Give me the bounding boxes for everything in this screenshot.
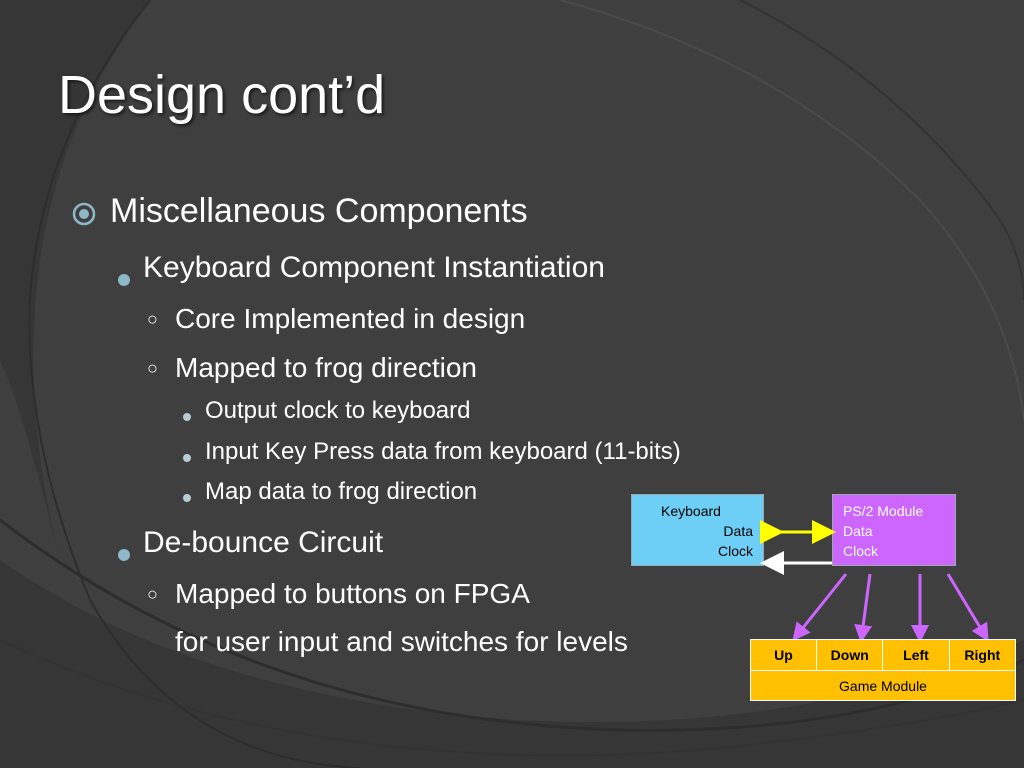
ps2-data-label: Data <box>843 523 873 539</box>
hollow-circle-bullet-icon: ○ <box>147 358 158 378</box>
bullet-marker <box>118 535 130 569</box>
bullet-l3-mapped-frog: Mapped to frog direction <box>175 352 477 383</box>
hollow-circle-bullet-icon: ○ <box>147 584 158 604</box>
keyboard-data-label: Data <box>723 523 753 539</box>
circle-target-bullet-icon <box>72 202 96 226</box>
game-cell-right: Right <box>948 639 1017 671</box>
bullet-l2-debounce: De-bounce Circuit <box>143 526 384 559</box>
ps2-clock-label: Clock <box>843 543 879 559</box>
down-arrow <box>854 573 873 643</box>
bullet-l3-core-implemented: Core Implemented in design <box>175 303 526 334</box>
bullet-l4-map-data: Map data to frog direction <box>205 478 478 505</box>
bullet-marker <box>183 481 191 509</box>
bullet-l2-keyboard-component: Keyboard Component Instantiation <box>143 251 605 284</box>
bullet-l4-input-key-press: Input Key Press data from keyboard (11-b… <box>205 438 681 465</box>
small-dot-bullet-icon <box>183 454 191 462</box>
keyboard-box: Keyboard Data Clock <box>631 494 764 566</box>
bullet-l1-miscellaneous: Miscellaneous Components <box>110 192 528 230</box>
ps2-title: PS/2 Module <box>843 503 924 519</box>
small-dot-bullet-icon <box>183 413 191 421</box>
game-module-table: Up Down Left Right Game Module <box>749 639 1017 701</box>
game-cell-down: Down <box>816 639 884 671</box>
up-arrow <box>792 573 848 642</box>
right-arrow <box>946 573 989 642</box>
bullet-l4-output-clock: Output clock to keyboard <box>205 397 471 424</box>
small-dot-bullet-icon <box>183 494 191 502</box>
game-module-label: Game Module <box>750 670 1016 701</box>
hollow-circle-bullet-icon: ○ <box>147 309 158 329</box>
bullet-marker <box>183 441 191 469</box>
game-cell-up: Up <box>749 639 818 671</box>
bullet-marker <box>118 260 130 294</box>
filled-dot-bullet-icon <box>118 274 130 286</box>
bullet-l3-continuation: for user input and switches for levels <box>175 626 628 657</box>
bullet-l3-mapped-buttons: Mapped to buttons on FPGA <box>175 578 530 609</box>
ps2-module-box: PS/2 Module Data Clock <box>832 494 956 566</box>
keyboard-title: Keyboard <box>661 503 721 519</box>
game-cell-left: Left <box>882 639 950 671</box>
slide-title: Design cont’d <box>58 65 386 125</box>
bullet-marker <box>183 400 191 428</box>
keyboard-clock-label: Clock <box>717 543 753 559</box>
filled-dot-bullet-icon <box>118 549 130 561</box>
